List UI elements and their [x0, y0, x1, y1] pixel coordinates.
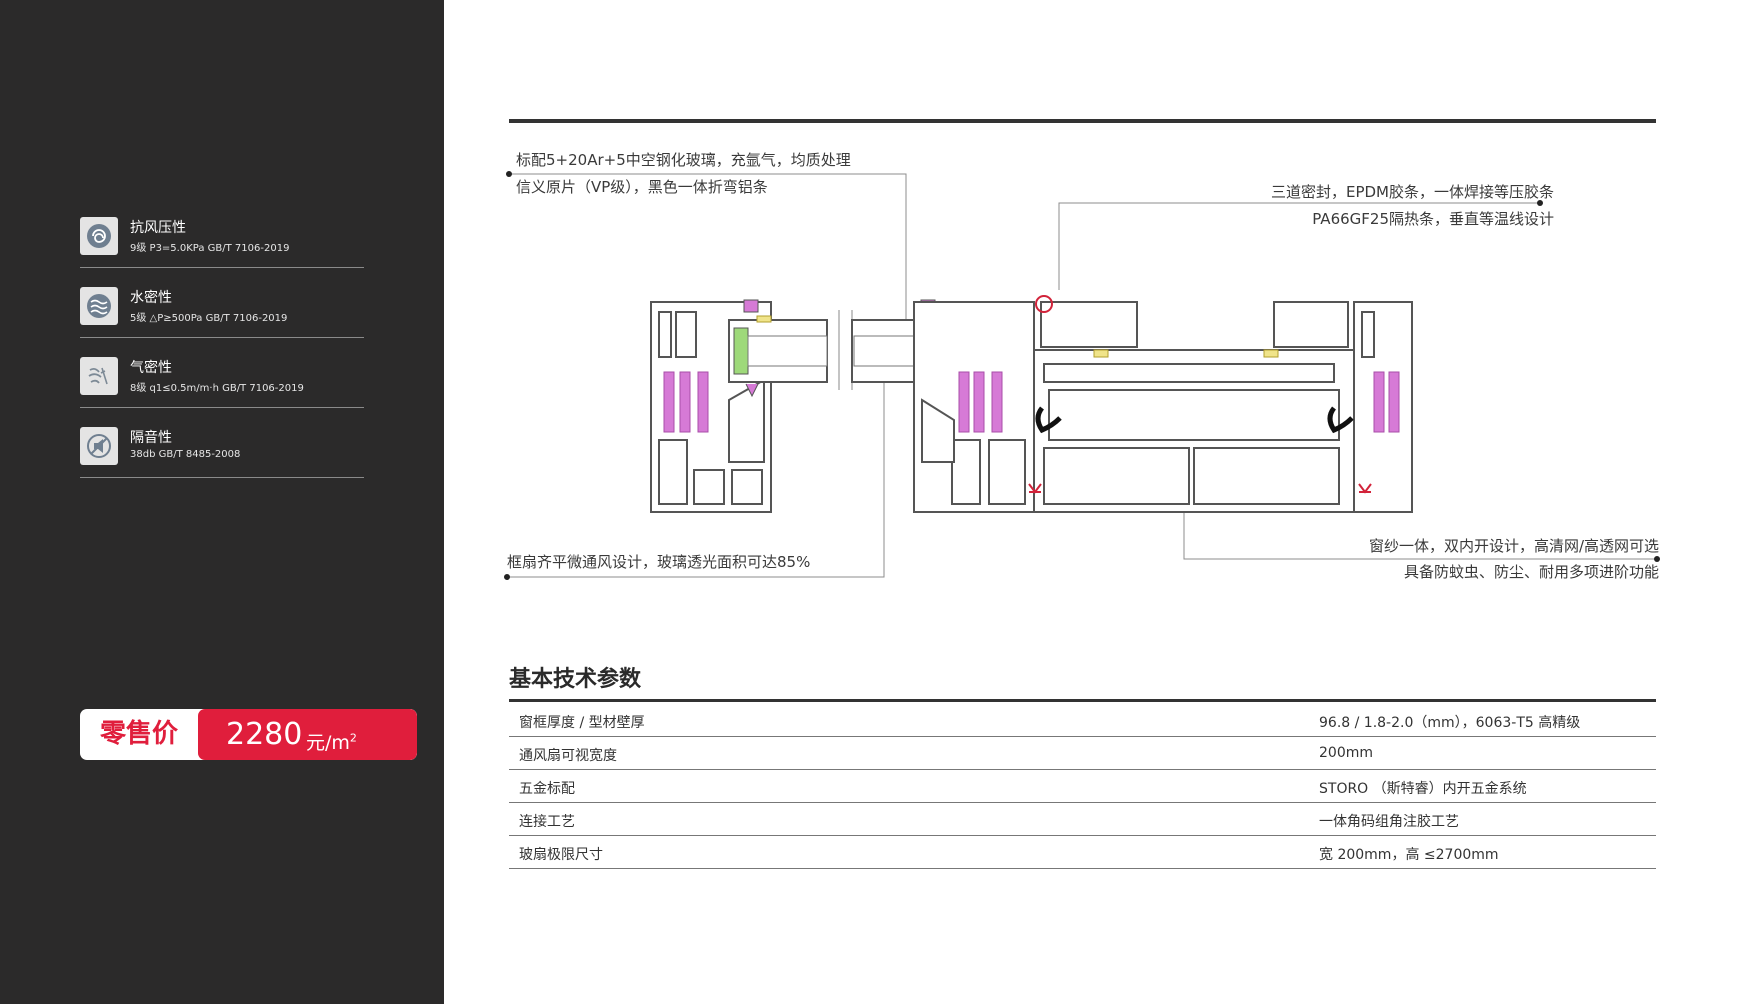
callout-screen: 窗纱一体，双内开设计，高清网/高透网可选 具备防蚊虫、防尘、耐用多项进阶功能: [1368, 537, 1659, 581]
table-row: 玻扇极限尺寸 宽 200mm，高 ≤2700mm: [509, 836, 1656, 869]
performance-item-air-tightness: 气密性 8级 q1≤0.5m/m·h GB/T 7106-2019: [80, 355, 364, 408]
price-label: 零售价: [99, 719, 178, 749]
spec-label: 窗框厚度 / 型材壁厚: [519, 715, 645, 731]
callout-ventilation: 框扇齐平微通风设计，玻璃透光面积可达85%: [507, 553, 811, 571]
callout-seal: 三道密封，EPDM胶条，一体焊接等压胶条 PA66GF25隔热条，垂直等温线设计: [1270, 183, 1554, 228]
performance-spec: 5级 △P≥500Pa GB/T 7106-2019: [130, 313, 288, 324]
performance-title: 抗风压性: [130, 220, 186, 236]
spec-value: 200mm: [1319, 745, 1373, 761]
performance-title: 气密性: [130, 360, 172, 376]
table-top-rule: [509, 699, 1656, 702]
sidebar: 抗风压性 9级 P3=5.0KPa GB/T 7106-2019 水密性 5级 …: [0, 0, 444, 1004]
table-row: 连接工艺 一体角码组角注胶工艺: [509, 803, 1656, 836]
performance-spec: 9级 P3=5.0KPa GB/T 7106-2019: [130, 243, 290, 254]
spec-label: 连接工艺: [519, 814, 575, 830]
water-tightness-icon: [80, 287, 118, 325]
retail-price-badge: 零售价 2280 元/m2: [80, 709, 417, 760]
top-rule: [509, 119, 1656, 123]
price-value: 2280: [226, 717, 303, 752]
spec-value: 宽 200mm，高 ≤2700mm: [1319, 847, 1499, 863]
sound-insulation-icon: [80, 427, 118, 465]
air-tightness-icon: [80, 357, 118, 395]
section-title: 基本技术参数: [509, 667, 642, 692]
price-box: 2280 元/m2: [198, 709, 417, 760]
spec-label: 通风扇可视宽度: [519, 748, 617, 764]
table-row: 通风扇可视宽度 200mm: [509, 737, 1656, 770]
spec-value: 96.8 / 1.8-2.0（mm），6063-T5 高精级: [1319, 715, 1581, 731]
spec-label: 玻扇极限尺寸: [519, 847, 603, 863]
callout-glass: 标配5+20Ar+5中空钢化玻璃，充氩气，均质处理 信义原片（VP级），黑色一体…: [516, 151, 851, 196]
table-row: 五金标配 STORO （斯特睿）内开五金系统: [509, 770, 1656, 803]
wind-pressure-icon: [80, 217, 118, 255]
spec-value: STORO （斯特睿）内开五金系统: [1319, 781, 1527, 797]
table-row: 窗框厚度 / 型材壁厚 96.8 / 1.8-2.0（mm），6063-T5 高…: [509, 704, 1656, 737]
spec-label: 五金标配: [519, 781, 575, 797]
performance-title: 隔音性: [130, 430, 172, 446]
spec-table: 窗框厚度 / 型材壁厚 96.8 / 1.8-2.0（mm），6063-T5 高…: [509, 704, 1656, 869]
performance-spec: 8级 q1≤0.5m/m·h GB/T 7106-2019: [130, 383, 304, 394]
performance-item-sound-insulation: 隔音性 38db GB/T 8485-2008: [80, 425, 364, 478]
spec-value: 一体角码组角注胶工艺: [1319, 814, 1459, 830]
performance-item-wind-pressure: 抗风压性 9级 P3=5.0KPa GB/T 7106-2019: [80, 215, 364, 268]
performance-spec: 38db GB/T 8485-2008: [130, 449, 241, 460]
window-section-diagram: [504, 171, 1660, 580]
price-unit: 元/m2: [306, 731, 357, 754]
performance-item-water-tightness: 水密性 5级 △P≥500Pa GB/T 7106-2019: [80, 285, 364, 338]
main-content: 标配5+20Ar+5中空钢化玻璃，充氩气，均质处理 信义原片（VP级），黑色一体…: [444, 0, 1754, 1004]
performance-title: 水密性: [130, 290, 172, 306]
